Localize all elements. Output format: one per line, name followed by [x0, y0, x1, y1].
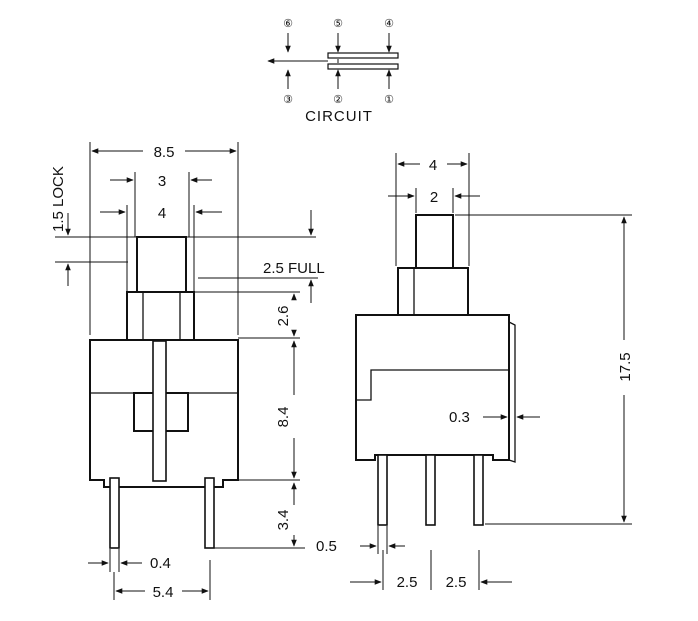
side-view: 4 2 17.5 0.3 0.5 2.5 2.5: [316, 153, 634, 591]
side-body-step: [356, 369, 509, 401]
circuit-diagram: ⑥ ⑤ ④ ③ ② ① CIRCUIT: [267, 18, 399, 125]
side-collar: [397, 267, 469, 316]
dim-pin-width-0-4: 0.4: [150, 555, 171, 572]
dim-pin-thickness-0-5: 0.5: [316, 538, 337, 555]
dim-pitch-3: 3: [158, 173, 166, 190]
dim-side-stem-2: 2: [430, 189, 438, 206]
dim-pitch-2-5-right: 2.5: [446, 574, 467, 591]
contact-bar-bottom: [327, 63, 399, 70]
front-actuator-rod: [152, 340, 167, 482]
dim-collar-2-6: 2.6: [275, 306, 292, 327]
dim-full-2-5: 2.5 FULL: [263, 260, 325, 277]
pin-6-label: ⑥: [283, 18, 293, 30]
dim-width-8-5: 8.5: [154, 144, 175, 161]
side-pin-left: [377, 454, 388, 526]
side-body-tab: [508, 321, 516, 463]
dim-pitch-2-5-left: 2.5: [397, 574, 418, 591]
front-pin-left: [109, 477, 120, 549]
pin-2-label: ②: [333, 94, 343, 106]
pin-3-label: ③: [283, 94, 293, 106]
pin-1-label: ①: [384, 94, 394, 106]
dim-offset-0-3: 0.3: [449, 409, 470, 426]
dim-body-8-4: 8.4: [275, 407, 292, 428]
front-collar: [126, 291, 195, 341]
circuit-title: CIRCUIT: [305, 108, 373, 125]
side-stem: [415, 214, 454, 269]
front-view: 8.5 3 4 1.5 LOCK 2.5 FULL 2.6: [50, 142, 325, 601]
dim-pin-span-5-4: 5.4: [153, 584, 174, 601]
side-pin-middle: [425, 454, 436, 526]
side-body: [355, 314, 510, 461]
dim-total-height-17-5: 17.5: [617, 352, 634, 381]
dim-stem-4: 4: [158, 205, 166, 222]
pin-5-label: ⑤: [333, 18, 343, 30]
front-stem: [136, 236, 187, 293]
side-pin-right: [473, 454, 484, 526]
contact-bar-top: [327, 52, 399, 59]
dim-pin-3-4: 3.4: [275, 510, 292, 531]
front-pin-right: [204, 477, 215, 549]
dim-side-collar-4: 4: [429, 157, 437, 174]
dim-lock-1-5: 1.5 LOCK: [50, 166, 67, 232]
pin-4-label: ④: [384, 18, 394, 30]
